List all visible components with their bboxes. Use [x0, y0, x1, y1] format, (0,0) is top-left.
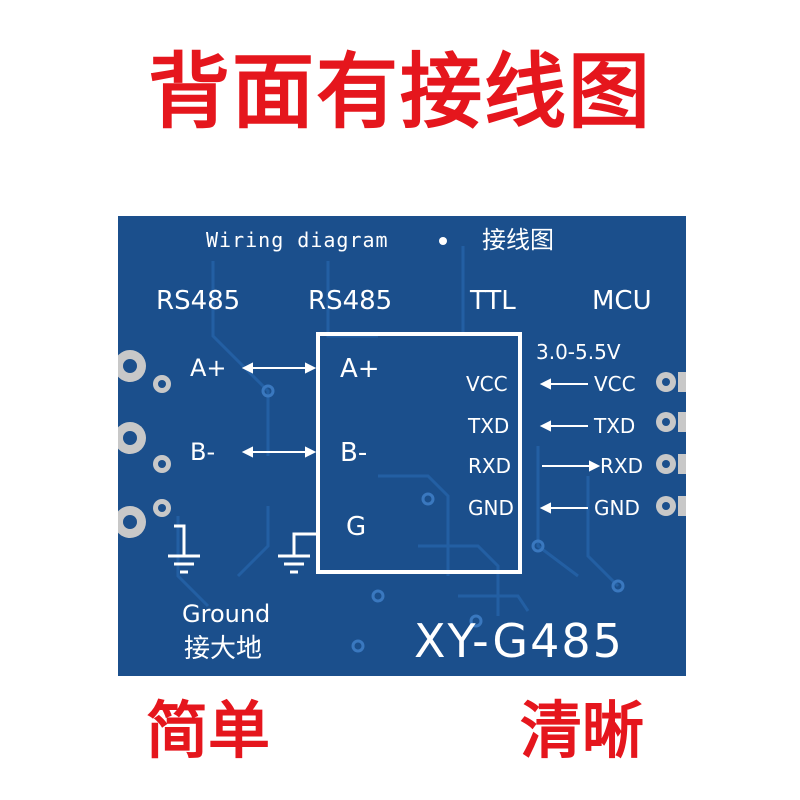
left-pin-a: A+	[190, 354, 227, 382]
ttl-pin-gnd: GND	[468, 496, 514, 520]
wiring-arrows	[241, 362, 601, 514]
col-rs485-left: RS485	[156, 286, 241, 316]
mid-pin-b: B-	[340, 438, 368, 468]
vias	[261, 384, 625, 653]
ground-cn: 接大地	[184, 634, 263, 664]
mcu-pin-txd: TXD	[594, 414, 636, 438]
mcu-pin-rxd: RXD	[600, 454, 643, 478]
right-header-pads	[656, 372, 686, 516]
mcu-pin-vcc: VCC	[594, 372, 636, 396]
header-en: Wiring diagram	[206, 228, 389, 252]
left-terminal-pads	[118, 350, 171, 538]
pcb-board: Wiring diagram 接线图 RS485 RS485 TTL MCU 3…	[118, 216, 686, 676]
ttl-pin-rxd: RXD	[468, 454, 511, 478]
mid-pin-g: G	[346, 512, 367, 542]
copper-traces	[176, 246, 620, 616]
col-mcu: MCU	[592, 286, 652, 316]
ttl-pin-txd: TXD	[468, 414, 510, 438]
ground-symbols	[168, 524, 318, 574]
silk-dot	[439, 237, 447, 245]
model-label: XY-G485	[414, 614, 624, 668]
caption-right: 清晰	[520, 694, 645, 767]
pcb-artwork	[118, 237, 686, 653]
ttl-pin-vcc: VCC	[466, 372, 508, 396]
header-cn: 接线图	[482, 226, 554, 254]
col-rs485-mid: RS485	[308, 286, 393, 316]
ground-en: Ground	[182, 600, 271, 628]
voltage-label: 3.0-5.5V	[536, 340, 621, 364]
left-pin-b: B-	[190, 438, 216, 466]
mcu-pin-gnd: GND	[594, 496, 640, 520]
caption-left: 简单	[146, 694, 271, 767]
module-outline	[316, 332, 522, 574]
col-ttl: TTL	[470, 286, 516, 316]
mid-pin-a: A+	[340, 354, 380, 384]
headline-text: 背面有接线图	[147, 45, 652, 140]
